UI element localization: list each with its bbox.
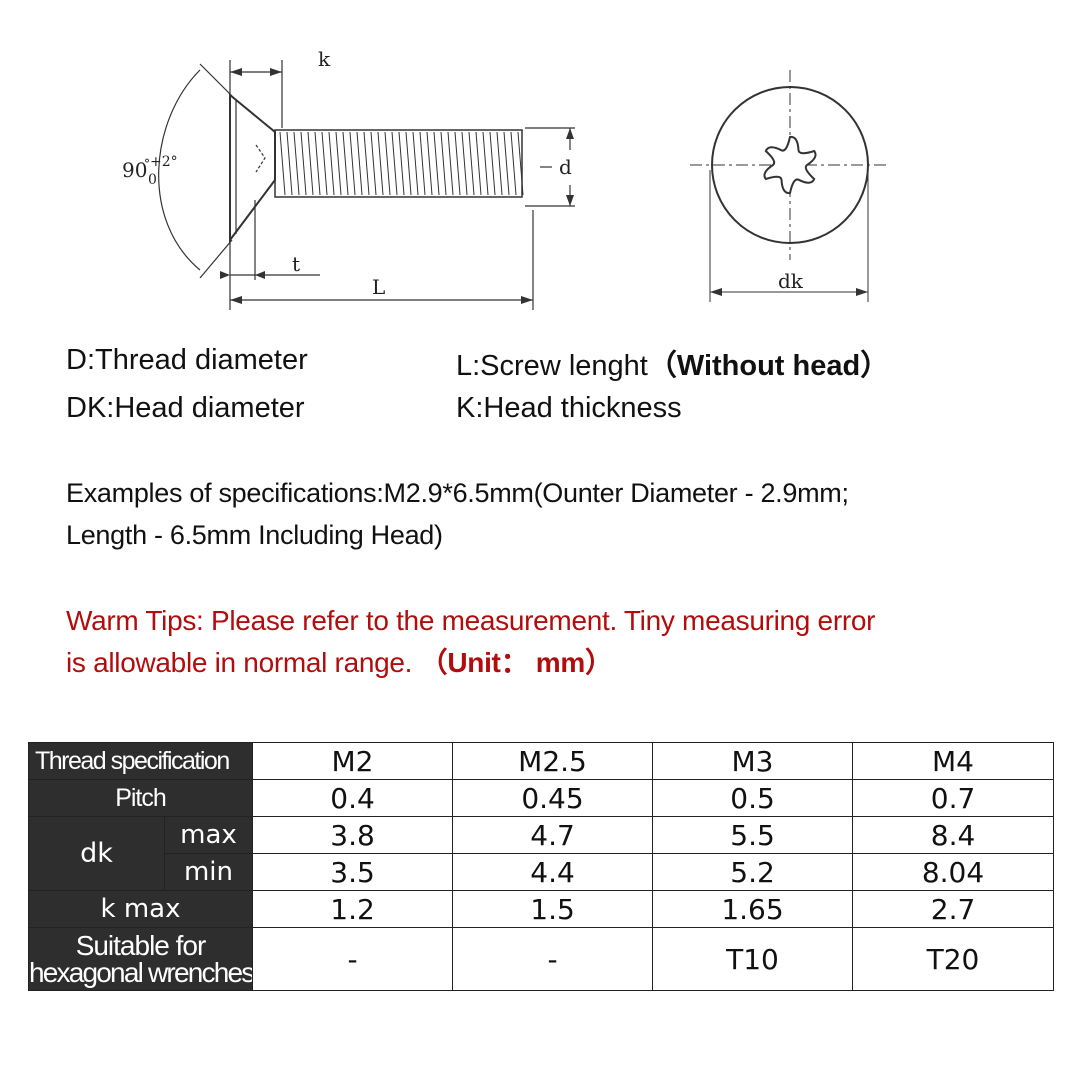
cell-kmax-m4: 2.7: [852, 890, 1055, 928]
header-k-max: k max: [27, 890, 254, 928]
example-line-2: Length - 6.5mm Including Head): [66, 520, 443, 550]
header-dk-max: max: [163, 816, 254, 854]
cell-kmax-m3: 1.65: [652, 890, 854, 928]
cell-wrench-m2: -: [252, 927, 454, 991]
tips-line-2: is allowable in normal range. （Unit： mm）: [66, 642, 1066, 684]
example-line-1: Examples of specifications:M2.9*6.5mm(Ou…: [66, 478, 849, 508]
label-angle-tol-upper: +2°: [150, 154, 178, 170]
drive-recess-hidden: [255, 144, 266, 173]
cell-pitch-m2: 0.4: [252, 779, 454, 817]
angle-extension-top: [199, 63, 233, 97]
legend-screw-length: L:Screw lenght（Without head）: [456, 342, 889, 384]
label-angle-tol-lower: 0: [148, 172, 157, 188]
cell-dkmax-m4: 8.4: [852, 816, 1055, 854]
table-row-wrench: Suitable for hexagonal wrenches - - T10 …: [27, 927, 1055, 991]
legend-head-thickness: K:Head thickness: [456, 392, 682, 424]
example-spec: Examples of specifications:M2.9*6.5mm(Ou…: [66, 472, 1066, 556]
side-view-labels: k 90 ° +2° 0 d t L: [122, 47, 572, 299]
cell-wrench-m4: T20: [852, 927, 1055, 991]
label-t: t: [292, 252, 300, 276]
header-pitch: Pitch: [27, 779, 254, 817]
legend-head-diameter: DK:Head diameter: [66, 392, 305, 424]
cell-pitch-m4: 0.7: [852, 779, 1055, 817]
cell-dkmax-m25: 4.7: [452, 816, 654, 854]
thread-lines: [279, 131, 524, 196]
cell-wrench-m3: T10: [652, 927, 854, 991]
torx-drive-icon: [763, 135, 817, 195]
label-k: k: [318, 47, 331, 71]
screw-head: [229, 92, 276, 243]
warm-tips: Warm Tips: Please refer to the measureme…: [66, 600, 1066, 684]
table-row-pitch: Pitch 0.4 0.45 0.5 0.7: [27, 779, 1055, 817]
legend-thread-diameter: D:Thread diameter: [66, 344, 308, 376]
header-dk: dk: [28, 816, 165, 891]
label-angle: 90: [122, 158, 147, 182]
cell-dkmax-m2: 3.8: [252, 816, 454, 854]
label-L: L: [372, 275, 385, 299]
cell-dkmin-m25: 4.4: [452, 853, 654, 891]
cell-pitch-m25: 0.45: [452, 779, 654, 817]
tips-line-1: Warm Tips: Please refer to the measureme…: [66, 605, 876, 636]
table-row-dk-max: dk max 3.8 4.7 5.5 8.4: [28, 816, 1055, 891]
tips-line-2-text: is allowable in normal range.: [66, 647, 413, 678]
cell-dkmin-m2: 3.5: [252, 853, 454, 891]
cell-pitch-m3: 0.5: [652, 779, 854, 817]
table-row-dk-min: min 3.5 4.4 5.2 8.04: [29, 853, 1055, 891]
legend-screw-length-text: L:Screw lenght: [456, 350, 648, 382]
cell-kmax-m2: 1.2: [252, 890, 454, 928]
cell-dkmin-m4: 8.04: [852, 853, 1055, 891]
label-dk: dk: [778, 269, 804, 293]
angle-extension-bottom: [199, 239, 233, 279]
cell-thread-m2: M2: [252, 742, 454, 780]
legend-screw-length-note: （Without head）: [647, 350, 890, 382]
header-suitable-line-1: Suitable for: [75, 930, 207, 961]
cell-kmax-m25: 1.5: [452, 890, 654, 928]
header-suitable-line-2: hexagonal wrenches: [29, 957, 253, 988]
label-d: d: [559, 155, 572, 179]
tips-unit: （Unit： mm）: [419, 647, 613, 678]
table-row-thread-spec: Thread specification M2 M2.5 M3 M4: [27, 742, 1055, 780]
cell-dkmax-m3: 5.5: [652, 816, 854, 854]
screw-technical-drawing: k 90 ° +2° 0 d t L dk: [122, 47, 890, 310]
cell-thread-m25: M2.5: [452, 742, 654, 780]
cell-thread-m3: M3: [652, 742, 854, 780]
spec-table: Thread specification M2 M2.5 M3 M4 Pitch…: [27, 742, 1055, 991]
top-view: [690, 70, 890, 302]
cell-thread-m4: M4: [852, 742, 1055, 780]
screw-shank: [274, 129, 523, 198]
arrowheads: [220, 68, 868, 304]
label-angle-deg: °: [144, 157, 150, 171]
header-suitable-wrenches: Suitable for hexagonal wrenches: [27, 927, 254, 991]
header-dk-min: min: [163, 853, 254, 891]
header-thread-spec: Thread specification: [27, 742, 254, 780]
side-view: [158, 60, 575, 310]
angle-arc: [158, 69, 201, 271]
table-row-k-max: k max 1.2 1.5 1.65 2.7: [27, 890, 1055, 928]
cell-wrench-m25: -: [452, 927, 654, 991]
cell-dkmin-m3: 5.2: [652, 853, 854, 891]
